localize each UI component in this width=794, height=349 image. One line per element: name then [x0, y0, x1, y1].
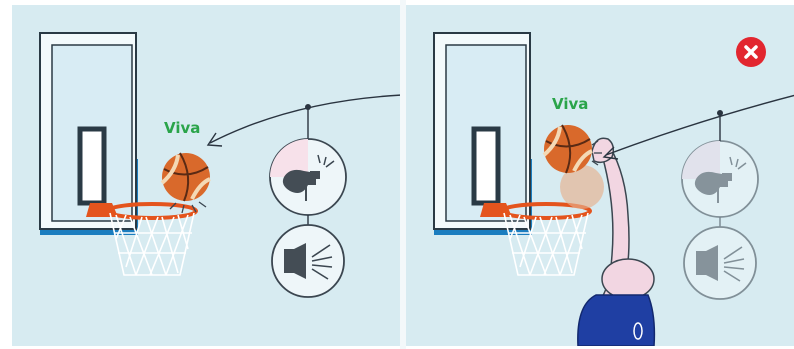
- net: [504, 213, 588, 275]
- basketball: [544, 125, 592, 173]
- panel-left-legal-shot: Viva: [12, 5, 400, 346]
- red-cross-icon: [736, 37, 766, 67]
- player-head: [602, 259, 654, 299]
- backboard-target: [474, 129, 498, 203]
- net: [110, 213, 194, 275]
- panel-right-goaltending: Viva: [406, 5, 794, 346]
- player-jersey: [578, 295, 655, 346]
- left-scene: [12, 5, 400, 346]
- speaker-circle: [684, 227, 756, 299]
- viva-label-left: Viva: [164, 119, 200, 137]
- backboard-target: [80, 129, 104, 203]
- basketball: [162, 153, 210, 201]
- viva-label-right: Viva: [552, 95, 588, 113]
- speaker-circle: [272, 225, 344, 297]
- pointer-arrow: [210, 95, 400, 143]
